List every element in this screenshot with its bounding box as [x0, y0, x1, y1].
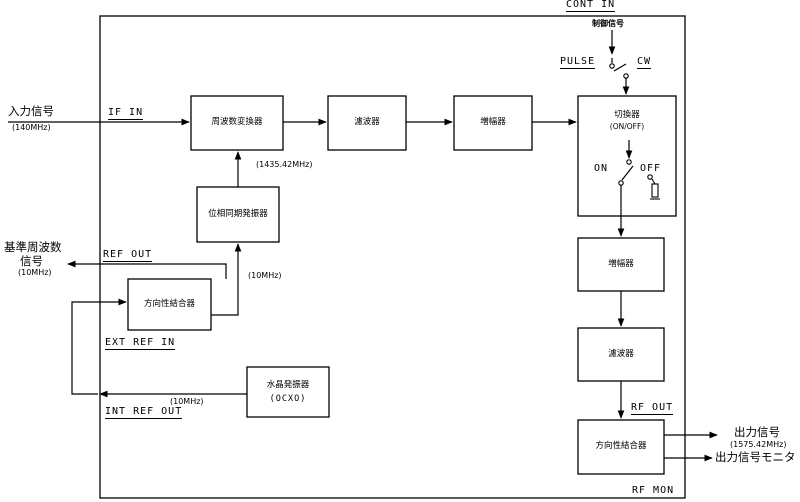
- dir-coupler2-label: 方向性結合器: [595, 441, 647, 451]
- ref-signal-label-line1: 基準周波数: [4, 240, 62, 254]
- unit-frame: [99, 15, 686, 499]
- monitor-label: 出力信号モニタ: [715, 450, 796, 464]
- pulse-label: PULSE: [560, 56, 596, 69]
- input-signal-label: 入力信号: [8, 104, 54, 118]
- dir-coupler1-box: [127, 278, 212, 331]
- dir-coupler1-label: 方向性結合器: [143, 299, 195, 309]
- switch-label-line1: 切換器: [614, 110, 640, 120]
- ref-out-label: REF OUT: [103, 249, 153, 262]
- crystal-osc-label-line2: (OCXO): [269, 394, 307, 404]
- pll-osc-label: 位相同期発振器: [208, 209, 268, 219]
- onoff-top-contact: [626, 159, 632, 165]
- termination-resistor: [651, 183, 659, 198]
- coupler-to-pll-line: [211, 243, 242, 316]
- ref-signal-freq-label: (10MHz): [18, 268, 52, 277]
- freq-converter-box: [190, 95, 284, 151]
- onoff-off-lead: [651, 178, 656, 185]
- pulse-cw-blade: [613, 63, 627, 72]
- pll-freq-label: (1435.42MHz): [256, 160, 313, 169]
- cont-in-label: CONT IN: [566, 0, 616, 12]
- control-signal-label: 制御信号: [592, 19, 624, 28]
- amp2-box: [577, 237, 665, 292]
- filter2-box: [577, 327, 665, 382]
- filter1-box: [327, 95, 407, 151]
- switch-label-line2: (ON/OFF): [609, 122, 645, 131]
- amp1-box: [453, 95, 533, 151]
- onoff-blade: [621, 165, 634, 181]
- ref-signal-label-line2: 信号: [20, 254, 43, 268]
- filter2-label: 濾波器: [608, 349, 634, 359]
- output-freq-label: (1575.42MHz): [730, 440, 787, 449]
- pulse-cw-contact2: [623, 73, 629, 79]
- crystal-osc-label-line1: 水晶発振器: [266, 380, 310, 390]
- pulse-cw-pivot: [609, 63, 615, 69]
- freq-converter-label: 周波数変換器: [211, 117, 263, 127]
- cw-label: CW: [637, 56, 652, 69]
- output-signal-label: 出力信号: [734, 425, 780, 439]
- crystal-osc-box: [246, 366, 330, 418]
- off-label: OFF: [640, 163, 662, 174]
- amp1-label: 増幅器: [480, 117, 506, 127]
- if-in-label: IF IN: [108, 107, 144, 120]
- ten-mhz-label-b: (10MHz): [170, 397, 204, 406]
- ten-mhz-label-a: (10MHz): [248, 271, 282, 280]
- ref-out-line: [67, 260, 227, 279]
- rf-out-label: RF OUT: [631, 402, 674, 415]
- rf-mon-label: RF MON: [632, 485, 675, 496]
- dir-coupler2-box: [577, 419, 665, 475]
- filter1-label: 濾波器: [354, 117, 380, 127]
- ext-ref-loop: [71, 298, 127, 395]
- on-label: ON: [594, 163, 609, 174]
- int-ref-out-label: INT REF OUT: [105, 406, 183, 419]
- pll-osc-box: [196, 186, 280, 243]
- onoff-off-contact: [647, 174, 653, 180]
- input-freq-label: (140MHz): [12, 123, 51, 132]
- amp2-label: 増幅器: [608, 259, 634, 269]
- ext-ref-in-label: EXT REF IN: [105, 337, 176, 350]
